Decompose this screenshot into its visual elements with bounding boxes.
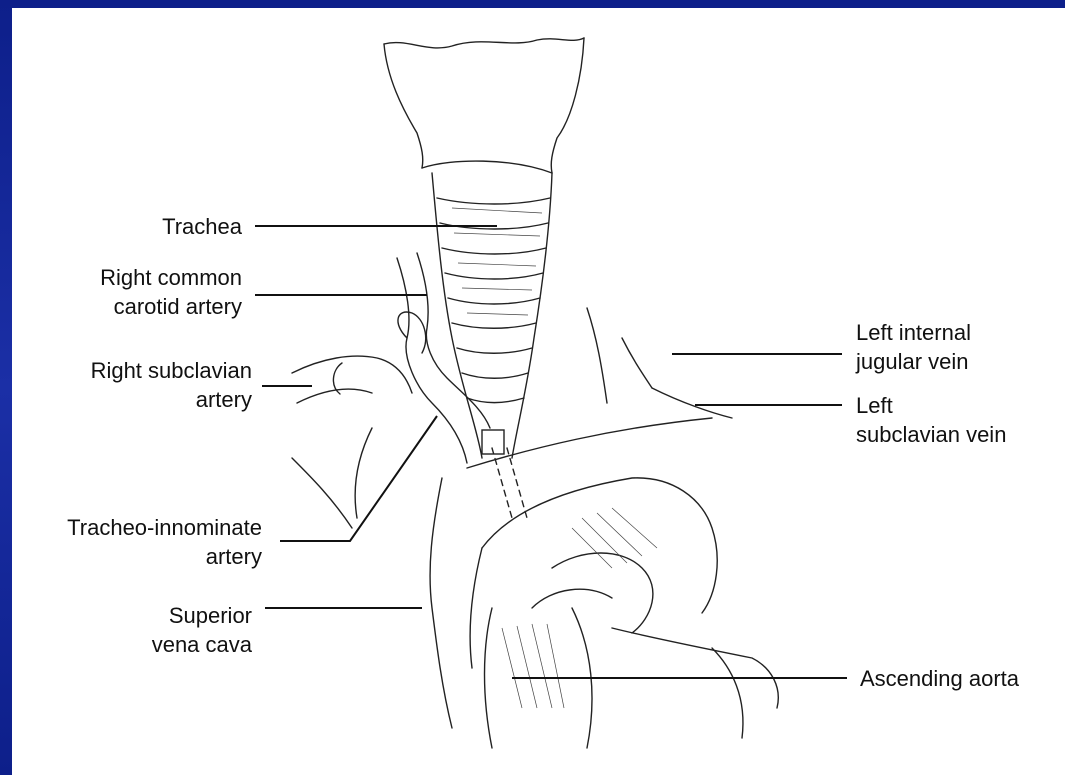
label-left-subclavian-vein: Left subclavian vein (856, 391, 1056, 449)
figure-panel: Trachea Right common carotid artery Righ… (12, 8, 1065, 775)
label-superior-vena-cava: Superior vena cava (92, 601, 252, 659)
label-left-internal-jugular-vein: Left internal jugular vein (856, 318, 1056, 376)
leader-tracheo-innominate (280, 416, 437, 541)
label-ascending-aorta: Ascending aorta (860, 664, 1060, 693)
label-trachea: Trachea (102, 212, 242, 241)
label-right-common-carotid-artery: Right common carotid artery (52, 263, 242, 321)
label-tracheo-innominate-artery: Tracheo-innominate artery (12, 513, 262, 571)
label-right-subclavian-artery: Right subclavian artery (32, 356, 252, 414)
